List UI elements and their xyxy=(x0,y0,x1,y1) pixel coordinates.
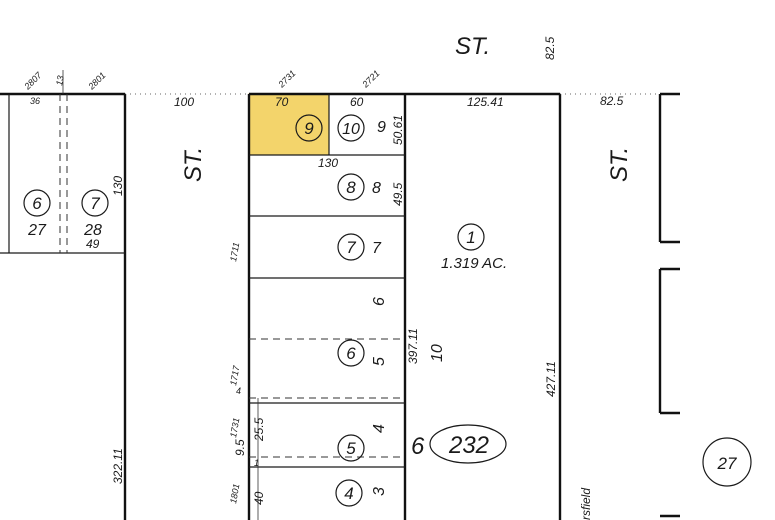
parcel-number-5: 5 xyxy=(346,439,356,458)
block-number: 232 xyxy=(448,432,489,459)
dim-60: 60 xyxy=(350,95,364,109)
dim-49: 49 xyxy=(86,237,100,251)
parcel-circle-10[interactable] xyxy=(337,114,365,142)
parcel-number-left-6: 6 xyxy=(32,194,42,213)
address-2721: 2721 xyxy=(360,68,382,90)
dim-49-5: 49.5 xyxy=(391,182,405,206)
dim-40: 40 xyxy=(252,491,266,505)
address-2801: 2801 xyxy=(86,70,108,92)
street-bottom-partial: rsfield xyxy=(579,488,593,520)
parcel-circle-5[interactable] xyxy=(337,434,365,462)
parcel-circle-9[interactable] xyxy=(295,114,323,142)
block-prefix: 6 xyxy=(411,433,425,460)
parcel-number-left-7: 7 xyxy=(90,194,100,213)
address-1717: 1717 xyxy=(228,364,241,386)
lot-left-28: 28 xyxy=(83,222,102,239)
dim-70: 70 xyxy=(275,95,289,109)
parcel-number-8: 8 xyxy=(346,178,356,197)
parcel-circle-7[interactable] xyxy=(337,233,365,261)
lot-3: 3 xyxy=(371,487,388,496)
dim-82-5-top: 82.5 xyxy=(543,36,557,60)
lot-left-27: 27 xyxy=(27,222,47,239)
lot-6: 6 xyxy=(371,297,388,306)
parcel-number-7: 7 xyxy=(346,238,356,257)
dim-50-61: 50.61 xyxy=(391,115,405,145)
neighbor-block-circle[interactable] xyxy=(702,437,752,487)
highlighted-parcel-9[interactable] xyxy=(248,93,330,156)
lot-5: 5 xyxy=(371,357,388,366)
dim-322-11: 322.11 xyxy=(111,448,125,484)
misc-36: 36 xyxy=(30,96,40,106)
misc-4: 4 xyxy=(236,386,241,396)
block-number-oval xyxy=(429,424,507,464)
misc-1: 1 xyxy=(254,458,259,468)
parcel-circle-left-6 xyxy=(23,189,51,217)
address-1801: 1801 xyxy=(228,483,241,504)
parcel-circle-1[interactable] xyxy=(457,223,485,251)
main-block-lines xyxy=(247,92,562,520)
dim-427-11: 427.11 xyxy=(544,361,558,397)
parcel-number-9: 9 xyxy=(304,119,314,138)
street-right-vertical: ST. xyxy=(606,147,633,182)
lot-9: 9 xyxy=(377,119,386,136)
address-1711: 1711 xyxy=(228,242,241,263)
parcel-number-6: 6 xyxy=(346,344,356,363)
address-2731: 2731 xyxy=(276,68,298,90)
lot-10: 10 xyxy=(429,344,446,362)
dim-130-left: 130 xyxy=(111,176,125,196)
dim-100: 100 xyxy=(174,95,194,109)
street-left-vertical: ST. xyxy=(180,147,207,182)
dim-397-11: 397.11 xyxy=(406,328,420,364)
lot-7: 7 xyxy=(372,240,382,257)
parcel-area: 1.319 AC. xyxy=(441,255,507,272)
parcel-number-1: 1 xyxy=(466,228,475,247)
dim-9-5: 9.5 xyxy=(233,439,247,456)
street-top: ST. xyxy=(455,33,490,60)
lot-4: 4 xyxy=(371,424,388,433)
parcel-circle-4[interactable] xyxy=(335,479,363,507)
dim-125-41: 125.41 xyxy=(467,95,504,109)
right-street-brackets xyxy=(658,92,680,518)
lot-8: 8 xyxy=(372,180,381,197)
parcel-number-10: 10 xyxy=(342,121,360,138)
neighbor-block-number: 27 xyxy=(717,454,737,473)
address-2807: 2807 xyxy=(22,69,45,92)
dim-130-top: 130 xyxy=(318,156,338,170)
left-block-lines xyxy=(0,70,127,520)
dim-82-5-right: 82.5 xyxy=(600,94,624,108)
parcel-circle-8[interactable] xyxy=(337,173,365,201)
parcel-circle-left-7 xyxy=(81,189,109,217)
address-13: 13 xyxy=(54,75,66,87)
dim-25-5: 25.5 xyxy=(252,417,266,442)
parcel-number-4: 4 xyxy=(344,484,353,503)
parcel-circle-6[interactable] xyxy=(337,339,365,367)
address-1731: 1731 xyxy=(228,417,241,438)
